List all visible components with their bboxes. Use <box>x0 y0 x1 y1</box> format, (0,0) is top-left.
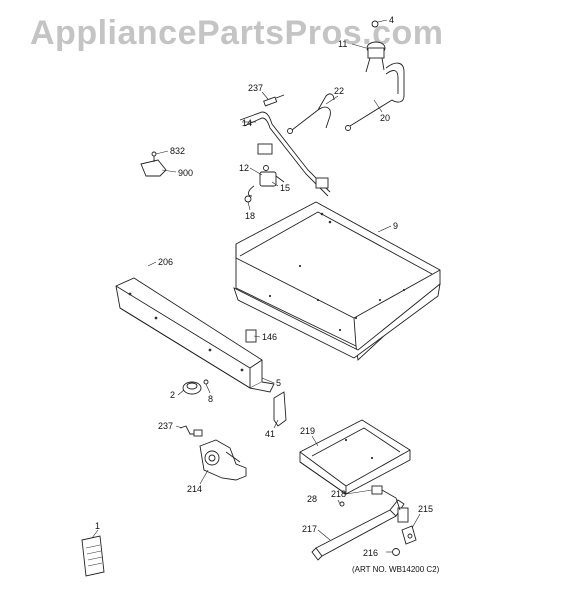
label-part-5: 5 <box>276 378 281 388</box>
label-part-206: 206 <box>158 257 173 267</box>
part-labels: 4 11 237 22 14 20 832 900 12 15 18 9 206… <box>95 15 440 574</box>
part-18-screw <box>244 195 252 203</box>
part-216-nut <box>392 548 400 556</box>
label-part-219: 219 <box>300 426 315 436</box>
label-part-215: 215 <box>418 504 433 514</box>
part-9-burner-box <box>233 201 441 361</box>
label-part-900: 900 <box>178 168 193 178</box>
part-214-valve <box>199 439 247 481</box>
part-219-pan <box>299 419 411 495</box>
label-part-1: 1 <box>95 521 100 531</box>
part-2-knob <box>182 381 202 395</box>
label-part-22: 22 <box>334 86 344 96</box>
label-part-237-top: 237 <box>248 83 263 93</box>
part-1-manual <box>81 535 105 577</box>
label-part-15: 15 <box>280 183 290 193</box>
label-part-218: 218 <box>331 489 346 499</box>
leader-lines <box>91 19 421 553</box>
part-237-orifice-lower <box>179 425 203 437</box>
part-22-tube <box>287 93 335 134</box>
part-5-panel <box>115 277 275 393</box>
label-part-832: 832 <box>170 146 185 156</box>
part-146-clip <box>245 329 257 343</box>
label-part-214: 214 <box>187 484 202 494</box>
part-8-spring <box>203 379 209 385</box>
label-part-12: 12 <box>239 163 249 173</box>
part-20-tube <box>345 62 405 131</box>
label-part-28: 28 <box>307 494 317 504</box>
part-28-screw <box>339 501 345 507</box>
label-part-11: 11 <box>338 39 347 49</box>
label-part-146: 146 <box>262 332 277 342</box>
part-41-shield <box>273 391 287 427</box>
label-part-4: 4 <box>389 15 394 25</box>
label-part-20: 20 <box>380 113 390 123</box>
label-part-216: 216 <box>363 548 378 558</box>
part-14-manifold <box>239 111 331 197</box>
part-237-orifice-top <box>263 94 285 107</box>
label-part-8: 8 <box>208 394 213 404</box>
label-part-14: 14 <box>242 118 252 128</box>
part-900-bracket <box>140 151 167 177</box>
label-part-18: 18 <box>245 211 255 221</box>
part-11-valve <box>365 20 386 73</box>
label-part-237-lower: 237 <box>158 421 173 431</box>
art-number: (ART NO. WB14200 C2) <box>352 565 440 574</box>
part-12-valve <box>247 165 285 197</box>
label-part-217: 217 <box>302 524 317 534</box>
label-part-9: 9 <box>393 221 398 231</box>
part-218-electrode <box>371 485 401 511</box>
label-part-41: 41 <box>265 429 275 439</box>
part-215-bracket <box>401 525 417 545</box>
label-part-2: 2 <box>170 390 175 400</box>
